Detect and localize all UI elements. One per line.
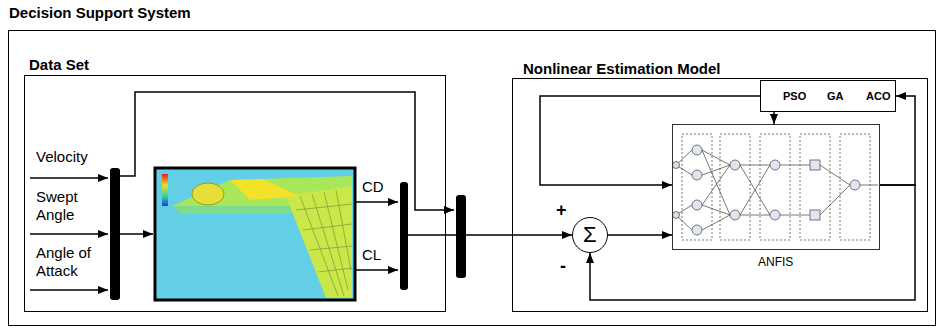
output-name: CL [362,246,381,264]
anfis-box: ANFIS [672,124,880,250]
flow-arrow [608,234,672,236]
flow-arrow [446,234,572,236]
summing-junction: Σ [572,217,608,253]
flow-arrow [540,96,760,185]
box-heading: Nonlinear Estimation Model [523,60,721,78]
sum-symbol: Σ [583,223,597,247]
algorithm-name: ACO [866,90,890,103]
input-name: Angle of Attack [36,244,106,280]
frame-title: Decision Support System [9,4,191,22]
bus-bar [400,182,408,290]
input-name: Swept Angle [36,188,106,224]
flow-arrow [773,112,775,124]
optimizer-box: PSO GA ACO [760,80,896,112]
bus-bar [110,168,120,300]
sign-label: - [560,256,566,276]
output-name: CD [362,178,384,196]
system-frame: Decision Support SystemData SetNonlinear… [8,30,936,326]
bus-bar [456,195,466,278]
algorithm-name: GA [827,90,844,103]
anfis-network [673,134,879,240]
anfis-label: ANFIS [758,255,793,269]
algorithm-name: PSO [783,90,806,103]
input-name: Velocity [36,148,88,166]
box-heading: Data Set [29,56,89,74]
cfd-illustration [155,168,355,300]
sign-label: + [556,200,567,220]
model-box: Nonlinear Estimation ModelPSOGAACOANFISΣ [512,78,928,312]
flow-arrow [590,185,915,300]
